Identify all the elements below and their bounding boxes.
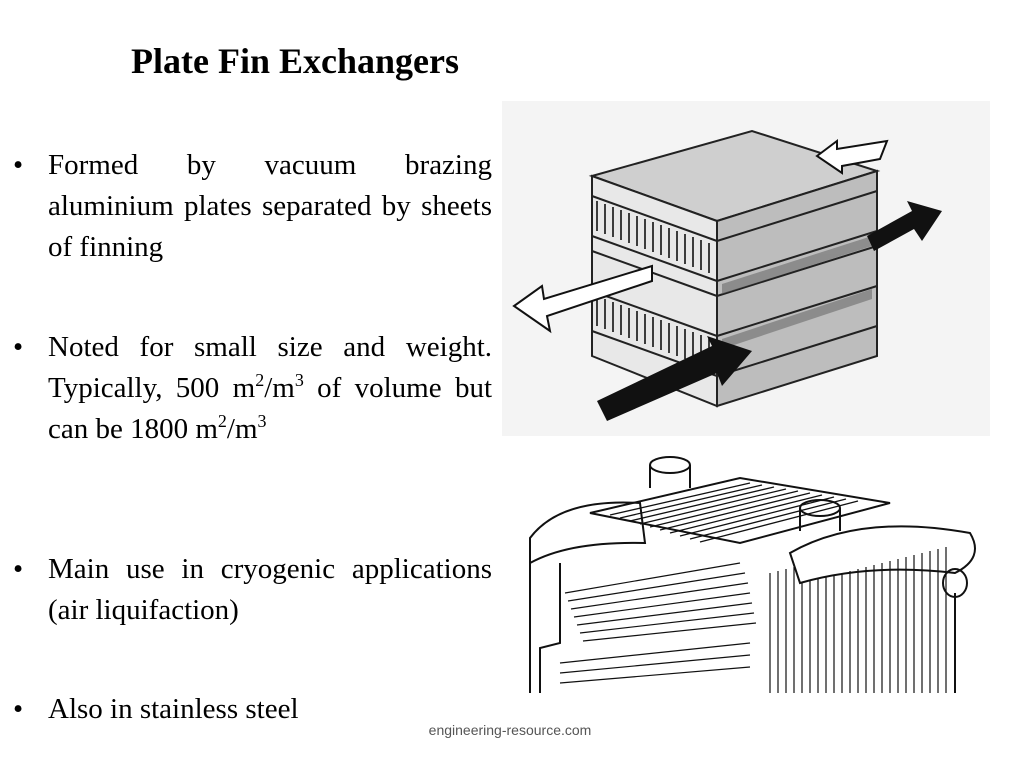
bullet-text: Main use in cryogenic applications (air … [48, 553, 492, 626]
bullet-text: Noted for small size and weight. Typical… [48, 331, 492, 445]
slide-title: Plate Fin Exchangers [131, 41, 459, 81]
bullet-item: Formed by vacuum brazing aluminium plate… [10, 145, 492, 270]
bullet-item: Noted for small size and weight. Typical… [10, 327, 492, 492]
bullet-list: Formed by vacuum brazing aluminium plate… [10, 145, 492, 730]
bullet-item: Also in stainless steel [10, 689, 492, 730]
plate-fin-core-icon [502, 101, 990, 436]
bullet-text: Also in stainless steel [48, 693, 299, 725]
footer-credit: engineering-resource.com [428, 722, 592, 738]
bullet-item: Main use in cryogenic applications (air … [10, 549, 492, 632]
plate-fin-headers-icon [500, 443, 990, 693]
bullet-text: Formed by vacuum brazing aluminium plate… [48, 149, 492, 263]
